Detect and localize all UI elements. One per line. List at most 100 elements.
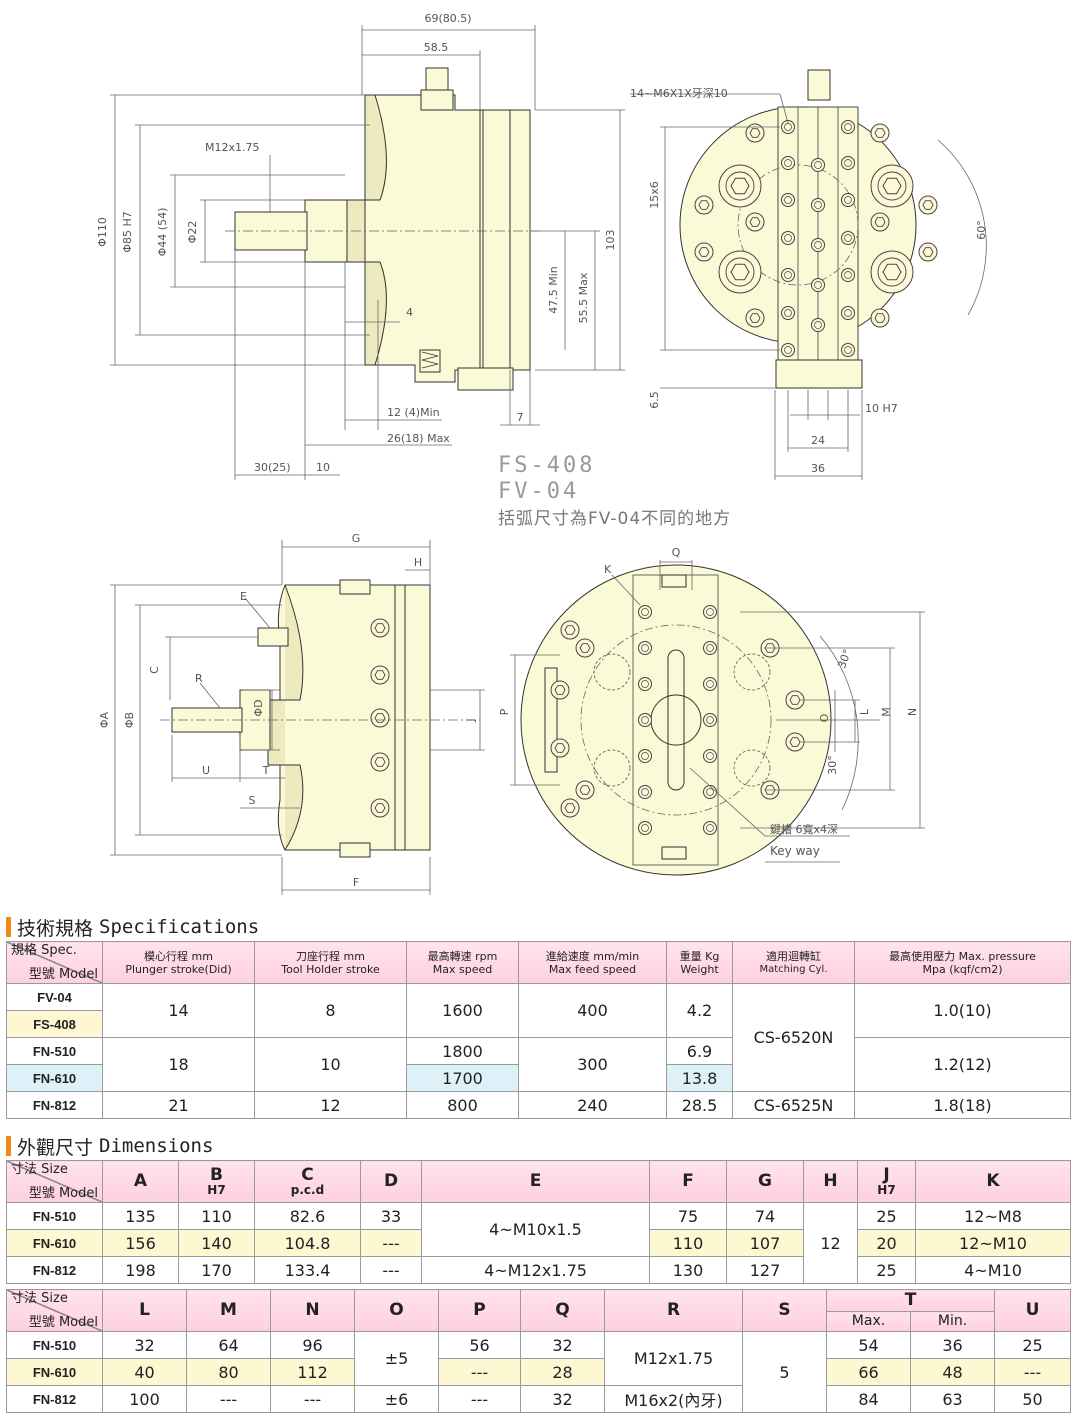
side-view-top (234, 67, 531, 391)
value-cell: 4.2 (666, 983, 733, 1038)
dim-p: P (498, 708, 511, 715)
header-s: S (742, 1289, 827, 1332)
value-cell: 28.5 (666, 1091, 733, 1119)
model-cell: FN-812 (6, 1385, 103, 1413)
dim-u: U (202, 764, 210, 777)
dim-7: 7 (517, 411, 524, 424)
value-cell: 25 (857, 1256, 916, 1284)
header-t: T (825, 1289, 996, 1312)
value-cell: CS-6520N (732, 983, 855, 1092)
value-cell: 100 (102, 1385, 187, 1413)
value-cell: 84 (826, 1385, 911, 1413)
value-cell: CS-6525N (732, 1091, 855, 1119)
value-cell: 1.8(18) (854, 1091, 1071, 1119)
specs-corner-spec: 規格 Spec. (11, 943, 77, 958)
dim-phib: ΦB (123, 712, 136, 728)
value-cell: 1.0(10) (854, 983, 1071, 1038)
label-fs-408: FS-408 (498, 453, 595, 478)
table-row: FN-610 1700 13.8 (6, 1064, 1071, 1092)
value-cell: 66 (826, 1358, 911, 1386)
value-cell: 8 (254, 983, 407, 1038)
value-cell: --- (438, 1358, 521, 1386)
dim-69: 69(80.5) (424, 12, 471, 25)
value-cell: --- (186, 1385, 271, 1413)
dim-keyway-zh: 鍵槽 6寬x4深 (770, 822, 838, 836)
section-marker (6, 917, 11, 937)
specs-corner-header: 規格 Spec. 型號 Model (6, 941, 103, 984)
value-cell: M16x2(內牙) (604, 1385, 743, 1413)
dim-30-degree-top: 30° (835, 647, 854, 670)
dim-26-max: 26(18) Max (387, 432, 450, 445)
value-cell: 104.8 (254, 1229, 361, 1257)
dim-phi85: Φ85 H7 (121, 211, 134, 252)
value-cell: 56 (438, 1331, 521, 1359)
dim-s: S (249, 794, 256, 807)
header-t-min: Min. (909, 1311, 996, 1332)
dim-30-degree-bottom: 30° (826, 755, 839, 775)
value-cell: 82.6 (254, 1202, 361, 1230)
value-cell: 10 (254, 1037, 407, 1092)
dims-title-zh: 外觀尺寸 (17, 1136, 94, 1159)
value-cell: 240 (518, 1091, 667, 1119)
value-cell: 75 (649, 1202, 727, 1230)
header-a: A (102, 1160, 179, 1203)
value-cell: 33 (360, 1202, 422, 1230)
dim-4: 4 (406, 306, 413, 319)
dim-phi110: Φ110 (96, 217, 109, 247)
value-cell: ±6 (354, 1385, 439, 1413)
dim-k: K (604, 563, 612, 576)
model-cell: FN-610 (6, 1358, 103, 1386)
side-view-top-dimension-lines (110, 25, 625, 480)
dim-15x6: 15x6 (648, 181, 661, 209)
header-q: Q (520, 1289, 605, 1332)
dim-h: H (414, 556, 422, 569)
value-cell: 64 (186, 1331, 271, 1359)
value-cell: ±5 (354, 1331, 439, 1386)
dim-6-5: 6.5 (648, 391, 661, 409)
table-row: FN-610 156 140 104.8 --- 110 107 20 12~M… (6, 1229, 1071, 1257)
header-u: U (994, 1289, 1072, 1332)
header-o: O (354, 1289, 439, 1332)
dim-phia: ΦA (98, 711, 111, 728)
model-cell: FN-610 (6, 1064, 103, 1092)
value-cell: 300 (518, 1037, 667, 1092)
value-cell: 13.8 (666, 1064, 733, 1092)
dim-phid: ΦD (252, 699, 265, 716)
value-cell: 12~M8 (915, 1202, 1071, 1230)
table-row: FN-812 100 --- --- ±6 --- 32 M16x2(內牙) 8… (6, 1385, 1072, 1413)
dim-103: 103 (604, 230, 617, 251)
dims-section-title: 外觀尺寸 Dimensions (6, 1135, 213, 1159)
dim-12-min: 12 (4)Min (387, 406, 440, 419)
dim-o: O (818, 713, 831, 722)
dim-10h7: 10 H7 (865, 402, 898, 415)
front-view-top (679, 69, 938, 389)
value-cell: 170 (178, 1256, 255, 1284)
dim-58-5: 58.5 (424, 41, 449, 54)
value-cell: --- (270, 1385, 355, 1413)
dim-36: 36 (811, 462, 825, 475)
value-cell: 63 (909, 1385, 996, 1413)
table-row: FN-812 198 170 133.4 --- 4~M12x1.75 130 … (6, 1256, 1071, 1284)
value-cell: 12 (803, 1202, 858, 1284)
model-cell: FN-510 (6, 1202, 103, 1230)
dim-10: 10 (316, 461, 330, 474)
value-cell: 96 (270, 1331, 355, 1359)
value-cell: 4~M10x1.5 (421, 1202, 650, 1257)
header-e: E (421, 1160, 650, 1203)
front-view-bottom (520, 564, 832, 876)
value-cell: 32 (102, 1331, 187, 1359)
value-cell: 28 (520, 1358, 605, 1386)
dimensions-table-2: 寸法 Size 型號 Model L M N O P Q R S T U Max… (6, 1289, 1072, 1413)
dim-phi44: Φ44 (54) (156, 208, 169, 257)
value-cell: 6.9 (666, 1037, 733, 1065)
value-cell: 110 (649, 1229, 727, 1257)
value-cell: 112 (270, 1358, 355, 1386)
value-cell: 36 (909, 1331, 996, 1359)
dim-c: C (148, 666, 161, 674)
value-cell: 25 (994, 1331, 1072, 1359)
